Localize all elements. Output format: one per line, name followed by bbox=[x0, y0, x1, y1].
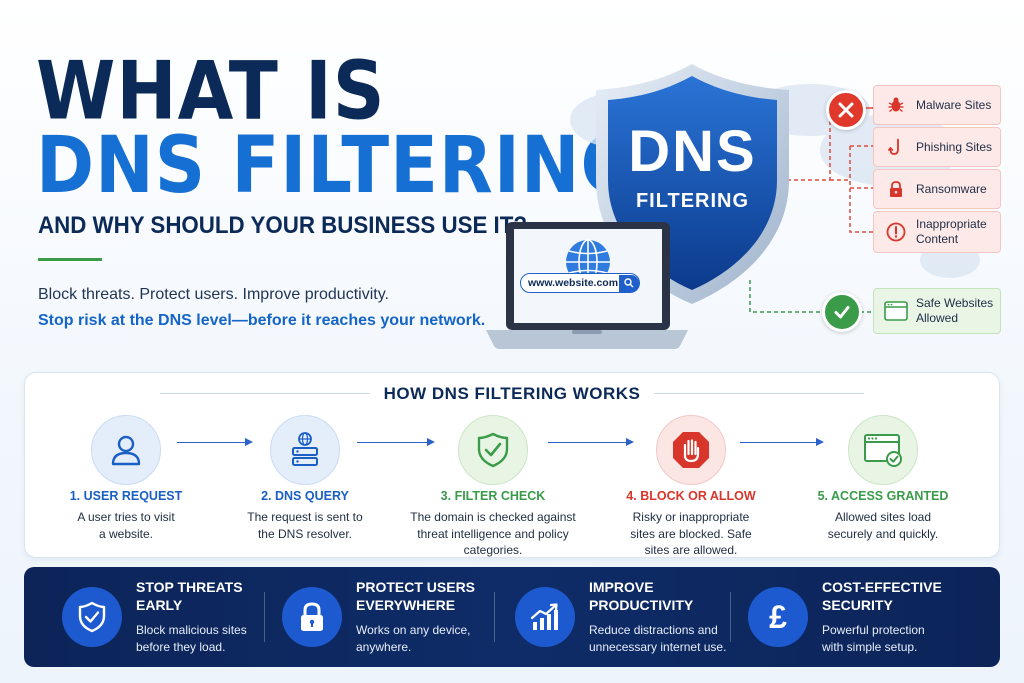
step-2-desc: The request is sent to the DNS resolver. bbox=[247, 510, 363, 541]
threat-label: Inappropriate Content bbox=[916, 217, 987, 246]
bug-icon bbox=[882, 96, 910, 114]
warning-icon bbox=[882, 222, 910, 242]
step-3-title: 3. FILTER CHECK bbox=[440, 489, 546, 503]
safe-label: Safe Websites Allowed bbox=[916, 296, 994, 325]
step-5-title: 5. ACCESS GRANTED bbox=[817, 489, 949, 503]
benefit-divider bbox=[494, 592, 495, 642]
padlock-icon bbox=[282, 587, 342, 647]
headline-line-1: WHAT IS bbox=[36, 43, 386, 138]
allowed-check-icon bbox=[822, 292, 862, 332]
search-icon[interactable] bbox=[619, 274, 639, 292]
title-rule-right bbox=[654, 393, 864, 394]
blocked-x-icon bbox=[826, 90, 866, 130]
step-3: 3. FILTER CHECK The domain is checked ag… bbox=[393, 489, 593, 559]
threat-item-malware: Malware Sites bbox=[873, 85, 1001, 125]
benefit-title: COST-EFFECTIVE SECURITY bbox=[822, 578, 942, 613]
step-4-circle bbox=[656, 415, 726, 485]
step-3-circle bbox=[458, 415, 528, 485]
benefit-title: IMPROVE PRODUCTIVITY bbox=[589, 578, 694, 613]
benefit-desc: Works on any device, anywhere. bbox=[356, 623, 471, 655]
growth-chart-icon bbox=[515, 587, 575, 647]
benefit-desc: Powerful protection with simple setup. bbox=[822, 623, 925, 655]
flow-arrow-3 bbox=[548, 438, 634, 446]
threat-item-ransomware: Ransomware bbox=[873, 169, 1001, 209]
step-1-title: 1. USER REQUEST bbox=[69, 489, 183, 503]
server-icon bbox=[292, 432, 318, 466]
step-5-desc: Allowed sites load securely and quickly. bbox=[827, 510, 939, 541]
step-2-circle bbox=[270, 415, 340, 485]
benefit-stop-threats: STOP THREATS EARLY Block malicious sites… bbox=[62, 567, 266, 667]
shield-subtitle: FILTERING bbox=[635, 190, 750, 212]
benefit-cost-effective: £ COST-EFFECTIVE SECURITY Powerful prote… bbox=[748, 567, 952, 667]
title-rule-left bbox=[160, 393, 370, 394]
step-2: 2. DNS QUERY The request is sent to the … bbox=[215, 489, 395, 542]
benefit-improve-productivity: IMPROVE PRODUCTIVITY Reduce distractions… bbox=[515, 567, 726, 667]
step-5: 5. ACCESS GRANTED Allowed sites load sec… bbox=[793, 489, 973, 542]
benefit-divider bbox=[264, 592, 265, 642]
threat-item-phishing: Phishing Sites bbox=[873, 127, 1001, 167]
flow-arrow-1 bbox=[177, 438, 253, 446]
step-4: 4. BLOCK OR ALLOW Risky or inappropriate… bbox=[601, 489, 781, 559]
shield-check-icon bbox=[477, 432, 509, 468]
benefits-bar bbox=[24, 567, 1000, 667]
step-4-title: 4. BLOCK OR ALLOW bbox=[626, 489, 756, 503]
benefit-protect-users: PROTECT USERS EVERYWHERE Works on any de… bbox=[282, 567, 486, 667]
shield-check-icon bbox=[62, 587, 122, 647]
threat-label: Ransomware bbox=[916, 181, 987, 196]
threat-label: Phishing Sites bbox=[916, 139, 993, 154]
benefit-title: PROTECT USERS EVERYWHERE bbox=[356, 578, 476, 613]
safe-websites-item: Safe Websites Allowed bbox=[873, 288, 1001, 334]
flow-arrow-2 bbox=[357, 438, 435, 446]
pound-icon: £ bbox=[748, 587, 808, 647]
subheadline: AND WHY SHOULD YOUR BUSINESS USE IT? bbox=[38, 212, 528, 239]
benefit-desc: Reduce distractions and unnecessary inte… bbox=[589, 623, 727, 655]
benefit-title: STOP THREATS EARLY bbox=[136, 578, 243, 613]
tagline: Block threats. Protect users. Improve pr… bbox=[38, 286, 389, 303]
user-icon bbox=[111, 435, 141, 466]
threat-item-inappropriate: Inappropriate Content bbox=[873, 211, 1001, 253]
step-2-title: 2. DNS QUERY bbox=[261, 489, 349, 503]
step-1: 1. USER REQUEST A user tries to visit a … bbox=[36, 489, 216, 542]
how-it-works-title: HOW DNS FILTERING WORKS bbox=[383, 384, 641, 403]
step-3-desc: The domain is checked against threat int… bbox=[410, 510, 576, 558]
step-5-circle bbox=[848, 415, 918, 485]
stop-hand-icon bbox=[673, 432, 709, 468]
flow-arrow-4 bbox=[740, 438, 824, 446]
threat-label: Malware Sites bbox=[916, 97, 992, 112]
step-1-circle bbox=[91, 415, 161, 485]
headline-line-2: DNS FILTERING bbox=[36, 119, 639, 212]
shield-title: DNS bbox=[628, 119, 757, 184]
benefit-desc: Block malicious sites before they load. bbox=[136, 623, 247, 655]
step-4-desc: Risky or inappropriate sites are blocked… bbox=[630, 510, 752, 558]
url-search-bar[interactable]: www.website.com bbox=[520, 273, 640, 293]
browser-check-icon bbox=[864, 434, 902, 467]
url-text: www.website.com bbox=[528, 277, 619, 289]
tagline-bold: Stop risk at the DNS level—before it rea… bbox=[38, 312, 486, 329]
browser-window-icon bbox=[882, 301, 910, 321]
accent-divider bbox=[38, 258, 102, 261]
lock-icon bbox=[882, 180, 910, 198]
hook-icon bbox=[882, 138, 910, 156]
step-1-desc: A user tries to visit a website. bbox=[77, 510, 175, 541]
benefit-divider bbox=[730, 592, 731, 642]
